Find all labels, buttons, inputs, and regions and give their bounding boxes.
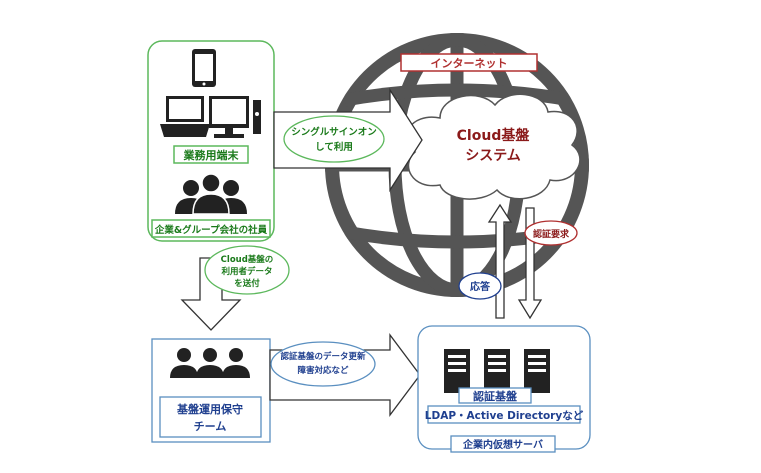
staff-people-icon: [175, 173, 247, 215]
auth-base-label-box: [458, 387, 532, 404]
internet-label-box: [400, 53, 538, 72]
auth-request-label: 認証要求: [533, 228, 570, 240]
ldap-label-box: [427, 405, 581, 424]
auth-request-bubble: [524, 220, 578, 246]
ldap-label: LDAP・Active Directoryなど: [425, 409, 584, 422]
virtual-server-label-box: [450, 435, 556, 453]
servers-icon: [444, 349, 550, 393]
cloud-title-line1: Cloud基盤: [457, 127, 531, 144]
send-bubble: [204, 245, 290, 295]
ops-team-line2: チーム: [194, 420, 227, 433]
sso-bubble-line1: シングルサインオン: [291, 126, 377, 138]
send-bubble-line3: を送付: [234, 278, 260, 289]
terminal-label: 業務用端末: [183, 148, 240, 162]
ops-team-line1: 基盤運用保守: [176, 402, 243, 416]
sso-bubble-line2: して利用: [315, 141, 353, 153]
cloud-shape: [405, 93, 581, 200]
laptop-icon: [160, 96, 210, 137]
desktop-icon: [209, 96, 261, 138]
terminal-label-box: [173, 145, 249, 164]
maint-bubble-line1: 認証基盤のデータ更新: [280, 351, 366, 362]
maint-bubble: [270, 341, 376, 387]
send-bubble-line2: 利用者データ: [220, 266, 272, 277]
staff-label: 企業&グループ会社の社員: [154, 224, 268, 236]
staff-label-box: [151, 219, 271, 238]
smartphone-icon: [192, 49, 216, 87]
ops-team-label-box: [159, 396, 262, 438]
ops-team-people-icon: [170, 348, 250, 378]
sso-bubble: [283, 115, 385, 163]
response-arrow: [487, 203, 513, 319]
auth-base-label: 認証基盤: [473, 389, 518, 403]
virtual-server-label: 企業内仮想サーバ: [462, 438, 543, 451]
response-bubble: [458, 272, 502, 300]
cloud-title-line2: システム: [465, 148, 521, 164]
internet-label: インターネット: [431, 57, 508, 70]
maint-bubble-line2: 障害対応など: [297, 365, 349, 376]
response-label: 応答: [470, 280, 491, 293]
send-bubble-line1: Cloud基盤の: [221, 254, 274, 265]
